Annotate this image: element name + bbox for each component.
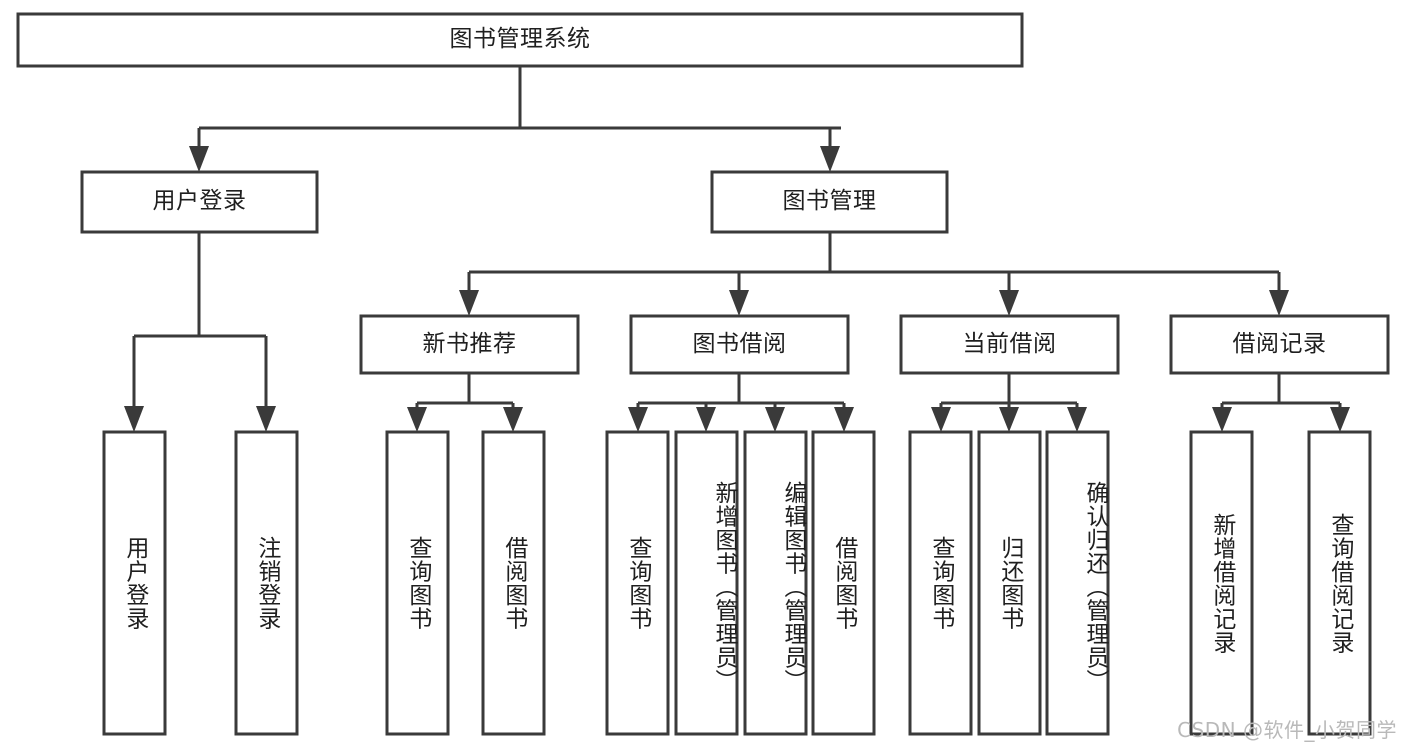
node-box-leaf-add-book[interactable] <box>674 430 739 736</box>
node-box-new-book-recommend[interactable] <box>359 314 580 375</box>
arrowhead-icon <box>459 290 479 316</box>
connector-group-user-login <box>124 232 276 432</box>
node-box-leaf-borrow-book-1[interactable] <box>481 430 546 736</box>
arrowhead-icon <box>407 407 427 432</box>
node-box-leaf-borrow-book-2[interactable] <box>811 430 876 736</box>
arrowhead-icon <box>765 407 785 432</box>
arrowhead-icon <box>189 146 209 172</box>
arrowhead-icon <box>503 407 523 432</box>
connector-group-current-borrow <box>931 373 1087 432</box>
node-box-book-borrow[interactable] <box>629 314 850 375</box>
arrowhead-icon <box>1067 407 1087 432</box>
node-box-leaf-user-logout[interactable] <box>234 430 299 736</box>
arrowhead-icon <box>256 406 276 432</box>
connector-group-borrow-record <box>1212 373 1350 432</box>
arrowhead-icon <box>1330 407 1350 432</box>
node-box-leaf-confirm-return[interactable] <box>1045 430 1110 736</box>
arrowhead-icon <box>999 290 1019 316</box>
arrowhead-icon <box>628 407 648 432</box>
connector-group-book-management <box>459 232 1289 316</box>
arrowhead-icon <box>834 407 854 432</box>
arrowhead-icon <box>820 146 840 172</box>
node-box-leaf-query-book-3[interactable] <box>908 430 973 736</box>
node-box-borrow-record[interactable] <box>1169 314 1390 375</box>
node-box-leaf-edit-book[interactable] <box>743 430 808 736</box>
arrowhead-icon <box>729 290 749 316</box>
node-box-leaf-query-book-1[interactable] <box>385 430 450 736</box>
node-box-current-borrow[interactable] <box>899 314 1120 375</box>
connector-group-new-book-recommend <box>407 373 523 432</box>
node-box-root[interactable] <box>16 12 1024 68</box>
arrowhead-icon <box>1269 290 1289 316</box>
node-box-leaf-user-login[interactable] <box>102 430 167 736</box>
arrowhead-icon <box>696 407 716 432</box>
node-box-book-management[interactable] <box>710 170 949 234</box>
connector-group-root <box>189 66 841 172</box>
arrowhead-icon <box>999 407 1019 432</box>
node-box-user-login[interactable] <box>80 170 319 234</box>
arrowhead-icon <box>931 407 951 432</box>
node-box-leaf-query-record[interactable] <box>1307 430 1372 736</box>
connector-group-book-borrow <box>628 373 854 432</box>
arrowhead-icon <box>1212 407 1232 432</box>
arrowhead-icon <box>124 406 144 432</box>
node-box-leaf-add-record[interactable] <box>1189 430 1254 736</box>
node-box-leaf-return-book[interactable] <box>977 430 1042 736</box>
node-box-leaf-query-book-2[interactable] <box>605 430 670 736</box>
